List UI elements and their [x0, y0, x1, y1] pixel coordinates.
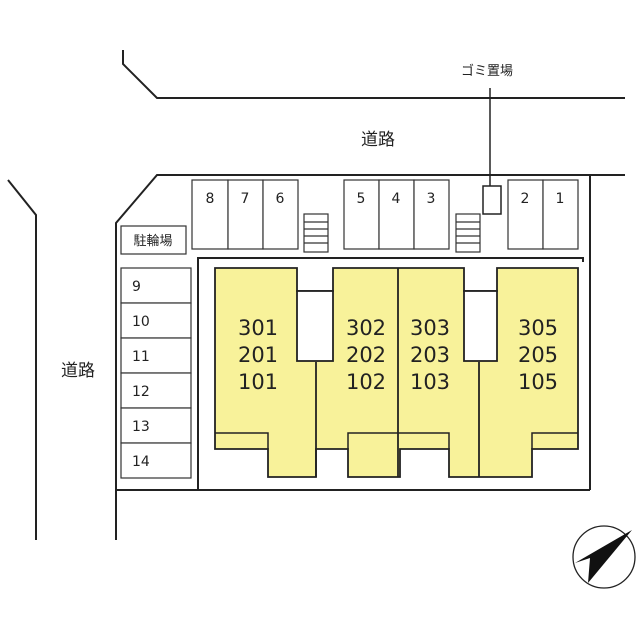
- parking-number: 3: [427, 191, 436, 207]
- parking-number: 13: [132, 419, 150, 435]
- top-parking: [191, 179, 579, 250]
- unit-number: 101: [238, 370, 278, 394]
- unit-number: 205: [518, 343, 558, 367]
- road-lines: [7, 50, 625, 540]
- parking-space: [120, 337, 192, 374]
- road-label-left: 道路: [61, 361, 95, 381]
- parking-number: 7: [241, 191, 250, 207]
- parking-number: 5: [357, 191, 366, 207]
- parking-space: [542, 179, 579, 250]
- side-parking-numbers: 9 10 11 12 13 14: [132, 279, 150, 470]
- garbage-area: ゴミ置場: [461, 63, 513, 215]
- building-dividers: [315, 268, 480, 477]
- unit-numbers: 301 201 101 302 202 102 303 203 103 305 …: [238, 316, 558, 394]
- parking-space: [413, 179, 450, 250]
- unit-number: 301: [238, 316, 278, 340]
- unit-number: 302: [346, 316, 386, 340]
- corridor-lines: [215, 432, 578, 449]
- unit-number: 103: [410, 370, 450, 394]
- parking-number: 14: [132, 454, 150, 470]
- parking-space: [120, 372, 192, 409]
- parking-number: 1: [556, 191, 565, 207]
- road-label-top: 道路: [361, 130, 395, 150]
- unit-number: 102: [346, 370, 386, 394]
- parking-space: [227, 179, 264, 250]
- parking-number: 9: [132, 279, 141, 295]
- parking-number: 8: [206, 191, 215, 207]
- north-arrow-icon: [572, 525, 636, 589]
- parking-space: [120, 442, 192, 479]
- parking-number: 12: [132, 384, 150, 400]
- bicycle-parking-label: 駐輪場: [133, 233, 172, 249]
- parking-number: 10: [132, 314, 150, 330]
- garbage-label: ゴミ置場: [461, 63, 513, 79]
- unit-number: 201: [238, 343, 278, 367]
- bicycle-parking-box: [120, 225, 187, 255]
- top-parking-numbers: 8 7 6 5 4 3 2 1: [206, 191, 565, 207]
- unit-number: 203: [410, 343, 450, 367]
- parking-space: [343, 179, 380, 250]
- parking-number: 2: [521, 191, 530, 207]
- parking-number: 4: [392, 191, 401, 207]
- stairwell-notches: [296, 290, 498, 362]
- parking-space: [191, 179, 229, 250]
- parking-space: [262, 179, 299, 250]
- stairs-right: [455, 213, 481, 253]
- unit-number: 202: [346, 343, 386, 367]
- parking-number: 6: [276, 191, 285, 207]
- stairs-left: [303, 213, 329, 253]
- parking-space: [120, 407, 192, 444]
- parking-space: [378, 179, 415, 250]
- unit-number: 105: [518, 370, 558, 394]
- parking-space: [120, 267, 192, 304]
- side-parking: [120, 267, 192, 479]
- parking-number: 11: [132, 349, 150, 365]
- unit-number: 303: [410, 316, 450, 340]
- unit-number: 305: [518, 316, 558, 340]
- parking-space: [120, 302, 192, 339]
- garbage-box: [482, 185, 502, 215]
